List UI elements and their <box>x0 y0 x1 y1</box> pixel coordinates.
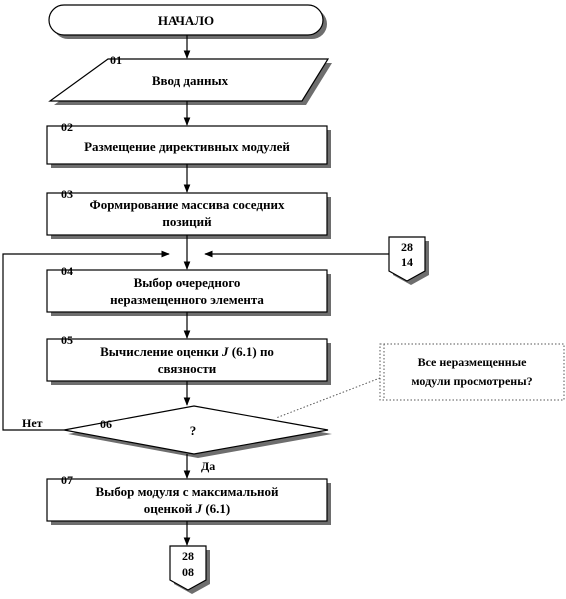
flow-no-loop <box>2 250 170 431</box>
start-terminal: НАЧАЛО <box>48 4 327 39</box>
connector-in: 28 14 <box>388 236 429 285</box>
block-07-process: 07 Выбор модуля с максимальной оценкой J… <box>46 473 331 525</box>
connector-in-line2: 14 <box>401 255 413 269</box>
block-01-text: Ввод данных <box>152 73 229 88</box>
decision-mark: ? <box>190 423 197 438</box>
block-04-process: 04 Выбор очередного неразмещенного элеме… <box>46 264 331 316</box>
block-05-text-line2: связности <box>158 361 217 376</box>
block-number: 01 <box>110 53 122 67</box>
block-07-text-line2: оценкой J (6.1) <box>144 501 230 516</box>
block-04-text-line2: неразмещенного элемента <box>110 292 264 307</box>
block-05-process: 05 Вычисление оценки J (6.1) по связност… <box>46 333 331 385</box>
block-01-input: 01 Ввод данных <box>48 53 332 105</box>
block-number: 03 <box>61 187 73 201</box>
comment-line2: модули просмотрены? <box>411 374 532 388</box>
comment-box: Все неразмещенные модули просмотрены? <box>379 343 565 401</box>
block-05-text-line1: Вычисление оценки J (6.1) по <box>100 344 274 359</box>
branch-yes-label: Да <box>201 459 215 473</box>
flow-lines <box>2 35 389 546</box>
block-number: 05 <box>61 333 73 347</box>
block-02-text: Размещение директивных модулей <box>84 139 290 154</box>
block-07-text-line1: Выбор модуля с максимальной <box>95 484 279 499</box>
comment-line1: Все неразмещенные <box>418 355 528 369</box>
block-number: 06 <box>100 417 112 431</box>
connector-out-line1: 28 <box>182 549 194 563</box>
block-04-text-line1: Выбор очередного <box>134 275 241 290</box>
block-number: 07 <box>61 473 73 487</box>
comment-leader <box>275 377 381 419</box>
connector-in-line1: 28 <box>401 240 413 254</box>
connector-out: 28 08 <box>169 545 210 594</box>
block-number: 02 <box>61 120 73 134</box>
block-03-text-line2: позиций <box>162 214 212 229</box>
branch-no-label: Нет <box>22 416 43 430</box>
connector-out-line2: 08 <box>182 565 194 579</box>
block-number: 04 <box>61 264 73 278</box>
block-03-process: 03 Формирование массива соседних позиций <box>46 187 331 239</box>
block-02-process: 02 Размещение директивных модулей <box>46 120 331 168</box>
start-label: НАЧАЛО <box>158 13 214 28</box>
block-06-decision: 06 ? <box>63 405 332 458</box>
block-03-text-line1: Формирование массива соседних <box>90 197 285 212</box>
